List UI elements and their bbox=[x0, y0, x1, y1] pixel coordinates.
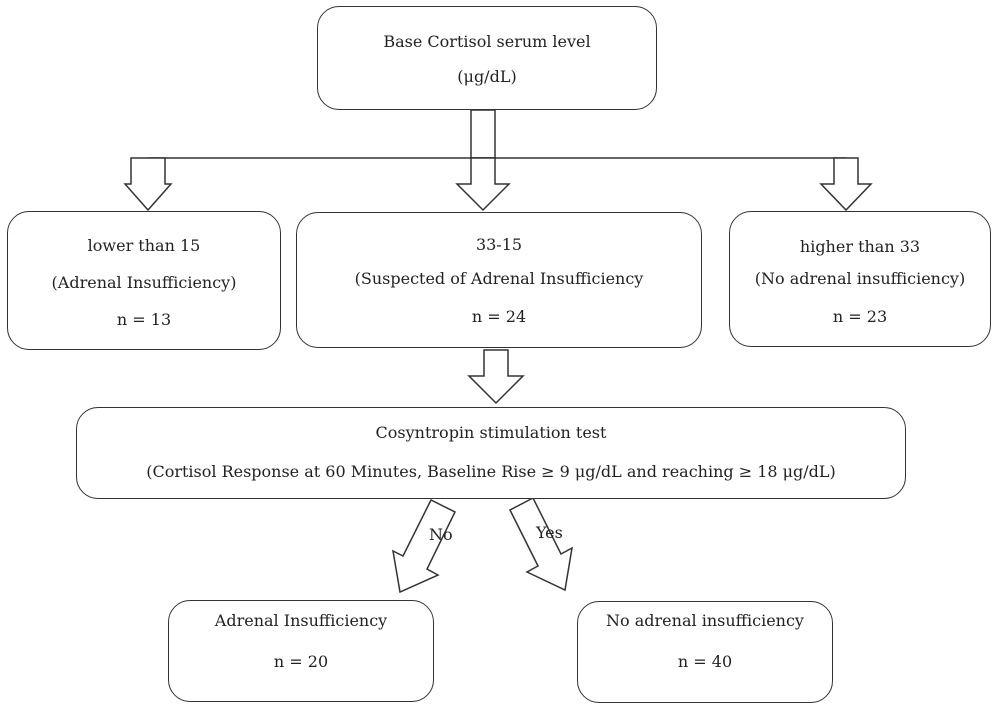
outcome-count: n = 20 bbox=[273, 652, 329, 671]
root-box: Base Cortisol serum level (μg/dL) bbox=[317, 6, 657, 110]
root-unit: (μg/dL) bbox=[457, 67, 517, 86]
group-range: lower than 15 bbox=[87, 236, 201, 255]
group-range: higher than 33 bbox=[799, 237, 921, 256]
group-box-low: lower than 15 (Adrenal Insufficiency) n … bbox=[7, 211, 281, 350]
group-description: (No adrenal insufficiency) bbox=[754, 269, 966, 288]
outcome-label: Adrenal Insufficiency bbox=[214, 611, 388, 630]
arrow-down-to-test-icon bbox=[467, 349, 525, 405]
arrow-down-left-icon bbox=[123, 157, 173, 212]
outcome-box-no-insufficiency: No adrenal insufficiency n = 40 bbox=[577, 601, 833, 703]
group-count: n = 13 bbox=[116, 310, 172, 329]
group-count: n = 24 bbox=[471, 307, 527, 326]
outcome-count: n = 40 bbox=[677, 652, 733, 671]
group-description: (Suspected of Adrenal Insufficiency bbox=[354, 269, 644, 288]
arrow-down-center-icon bbox=[455, 157, 511, 212]
branch-no-label: No bbox=[429, 525, 453, 544]
test-box: Cosyntropin stimulation test (Cortisol R… bbox=[76, 407, 906, 499]
group-count: n = 23 bbox=[832, 307, 888, 326]
branch-yes-label: Yes bbox=[536, 523, 563, 542]
arrow-yes-branch-icon bbox=[508, 496, 573, 592]
group-box-suspected: 33-15 (Suspected of Adrenal Insufficienc… bbox=[296, 212, 702, 348]
arrow-down-right-icon bbox=[819, 157, 873, 212]
test-title: Cosyntropin stimulation test bbox=[375, 423, 607, 442]
group-range: 33-15 bbox=[475, 235, 523, 254]
arrow-no-branch-icon bbox=[392, 498, 457, 594]
test-criteria: (Cortisol Response at 60 Minutes, Baseli… bbox=[146, 462, 836, 481]
root-title: Base Cortisol serum level bbox=[383, 32, 591, 51]
outcome-label: No adrenal insufficiency bbox=[606, 611, 804, 630]
group-description: (Adrenal Insufficiency) bbox=[51, 273, 237, 292]
group-box-high: higher than 33 (No adrenal insufficiency… bbox=[729, 211, 991, 347]
outcome-box-insufficiency: Adrenal Insufficiency n = 20 bbox=[168, 600, 434, 702]
root-stem-connector bbox=[470, 109, 496, 159]
